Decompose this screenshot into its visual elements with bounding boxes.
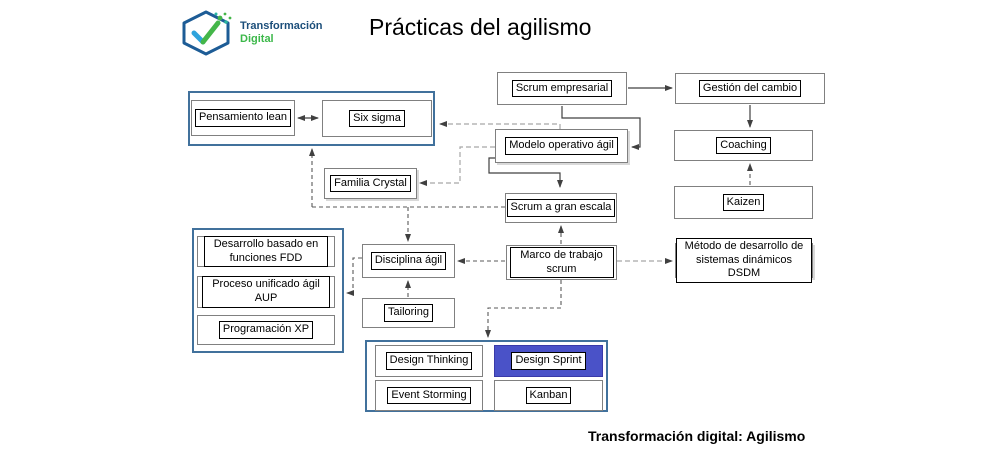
connector-scrumemp-modelo (561, 106, 641, 150)
node-label: Design Thinking (385, 352, 473, 370)
page-title: Prácticas del agilismo (369, 14, 592, 40)
logo: Transformación Digital (178, 10, 323, 56)
node-gestion-del-cambio: Gestión del cambio (675, 73, 825, 104)
node-label: Event Storming (387, 386, 471, 405)
node-label: Disciplina ágil (370, 252, 447, 270)
connector-disciplina-methodsgroup (346, 257, 362, 296)
node-programacion-xp: Programación XP (197, 315, 335, 345)
node-six-sigma: Six sigma (322, 100, 432, 137)
connector-modelo-granescala (488, 157, 563, 188)
connector-marco-designgroup (485, 280, 562, 338)
node-design-thinking: Design Thinking (375, 345, 483, 377)
node-tailoring: Tailoring (362, 298, 455, 328)
node-scrum-empresarial: Scrum empresarial (497, 72, 627, 105)
node-label: Coaching (716, 136, 771, 155)
node-label: Tailoring (384, 304, 433, 322)
node-label: Gestión del cambio (698, 79, 802, 98)
footer-caption: Transformación digital: Agilismo (588, 428, 806, 444)
node-label: Scrum a gran escala (506, 199, 616, 217)
node-marco-de-trabajo-scrum: Marco de trabajo scrum (506, 245, 617, 280)
node-label: Familia Crystal (330, 174, 411, 193)
node-label: Kanban (525, 386, 572, 405)
node-scrum-a-gran-escala: Scrum a gran escala (505, 193, 617, 223)
logo-line2: Digital (240, 33, 274, 45)
node-dsdm: Método de desarrollo de sistemas dinámic… (675, 237, 813, 284)
node-label: Pensamiento lean (194, 109, 292, 127)
node-design-sprint: Design Sprint (494, 345, 603, 377)
node-label: Programación XP (218, 321, 314, 339)
node-disciplina-agil: Disciplina ágil (362, 244, 455, 278)
node-label: Six sigma (349, 109, 405, 128)
node-label: Marco de trabajo scrum (509, 246, 614, 279)
connector-modelo-crystal (419, 146, 495, 186)
node-label: Modelo operativo ágil (505, 137, 618, 155)
node-label: Scrum empresarial (511, 79, 613, 98)
logo-text: Transformación Digital (240, 20, 323, 45)
node-kaizen: Kaizen (674, 186, 813, 219)
node-coaching: Coaching (674, 130, 813, 161)
connector-modelo-leangroup (439, 121, 561, 129)
node-label: Método de desarrollo de sistemas dinámic… (676, 237, 812, 284)
node-familia-crystal: Familia Crystal (324, 168, 417, 199)
node-pensamiento-lean: Pensamiento lean (191, 100, 295, 136)
logo-hexagon-check-icon (182, 10, 232, 56)
node-label: Desarrollo basado en funciones FDD (204, 235, 328, 268)
node-label: Proceso unificado ágil AUP (202, 276, 330, 308)
node-label: Design Sprint (511, 352, 586, 370)
node-event-storming: Event Storming (375, 380, 483, 411)
logo-line1: Transformación (240, 20, 323, 33)
node-kanban: Kanban (494, 380, 603, 411)
node-fdd: Desarrollo basado en funciones FDD (197, 235, 335, 268)
node-modelo-operativo-agil: Modelo operativo ágil (495, 129, 628, 163)
node-aup: Proceso unificado ágil AUP (197, 276, 335, 308)
node-label: Kaizen (722, 193, 765, 212)
